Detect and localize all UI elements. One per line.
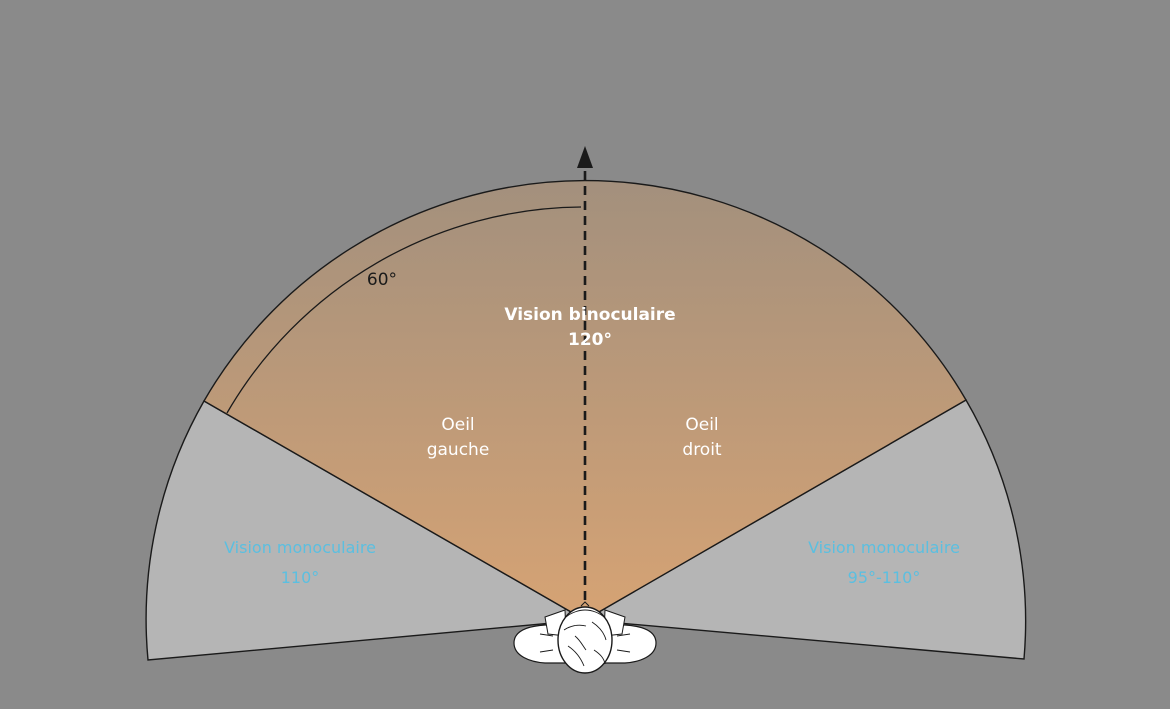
head-top-view-icon — [513, 601, 657, 674]
right-monocular-angle: 95°-110° — [847, 568, 921, 587]
sixty-degree-arc — [226, 206, 582, 414]
dashed-arrow-up-icon — [577, 146, 593, 168]
left-eye-line1: Oeil — [441, 415, 475, 435]
left-monocular-title: Vision monoculaire — [224, 538, 376, 557]
right-monocular-title: Vision monoculaire — [808, 538, 960, 557]
left-monocular-label: Vision monoculaire 110° — [224, 533, 376, 593]
right-eye-line1: Oeil — [685, 415, 719, 435]
left-eye-label: Oeil gauche — [427, 413, 490, 463]
half-angle-label: 60° — [366, 270, 398, 290]
binocular-label: Vision binoculaire 120° — [504, 303, 675, 353]
left-monocular-angle: 110° — [280, 568, 320, 587]
left-monocular-zone — [145, 400, 588, 661]
right-monocular-label: Vision monoculaire 95°-110° — [808, 533, 960, 593]
binocular-title: Vision binoculaire — [504, 305, 676, 325]
left-eye-line2: gauche — [426, 440, 490, 460]
right-eye-line2: droit — [682, 440, 722, 460]
right-eye-label: Oeil droit — [682, 413, 721, 463]
right-monocular-zone — [582, 399, 1027, 660]
binocular-angle: 120° — [567, 330, 612, 350]
